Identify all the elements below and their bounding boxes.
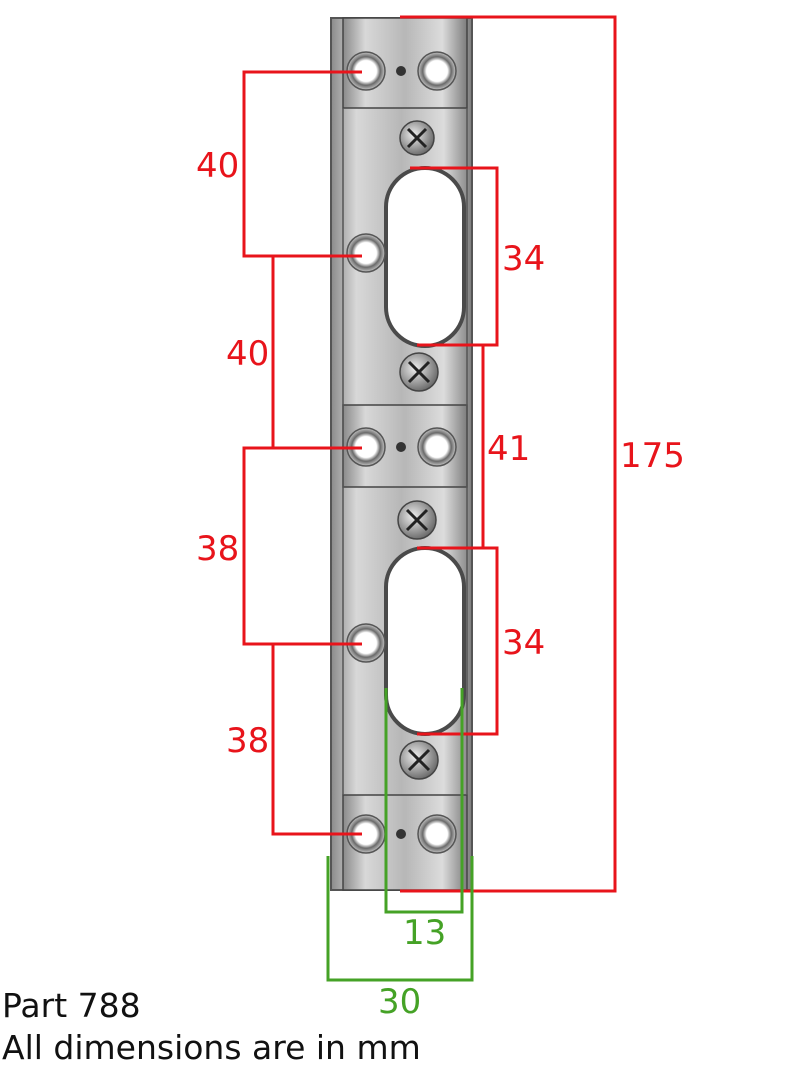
units-note: All dimensions are in mm [2,1028,421,1067]
phillips-screw-icon [399,740,439,780]
dim-line-hole-spacing-1 [242,70,362,258]
dim-line-slot-width [384,688,464,914]
mounting-hole [417,427,457,467]
mounting-hole [417,814,457,854]
pilot-dot [396,829,406,839]
part-label: Part 788 [2,986,141,1025]
phillips-screw-icon [399,120,435,156]
pilot-dot [396,442,406,452]
label-overall-length: 175 [620,436,685,476]
label-slot-upper: 34 [502,239,545,279]
mounting-hole [346,233,386,273]
label-plate-width: 30 [378,982,421,1022]
dim-line-hole-spacing-4 [271,644,362,836]
upper-slot [384,166,466,348]
label-hole-spacing-3: 38 [196,529,239,569]
label-slot-spacing: 41 [487,429,530,469]
label-slot-lower: 34 [502,623,545,663]
label-hole-spacing-2: 40 [226,334,269,374]
strike-plate [330,17,473,891]
label-hole-spacing-4: 38 [226,721,269,761]
dim-line-hole-spacing-3 [242,446,362,646]
dim-line-plate-width [326,856,474,982]
phillips-screw-icon [399,352,439,392]
green-dimension-lines [326,688,474,982]
dim-line-overall-length [400,15,617,893]
mounting-hole [417,51,457,91]
label-hole-spacing-1: 40 [196,146,239,186]
lower-slot [384,546,466,736]
pilot-dot [396,66,406,76]
dim-line-slot-lower [417,546,499,736]
dim-line-slot-upper [410,166,499,347]
label-slot-width: 13 [403,913,446,953]
red-dimension-lines [242,15,617,893]
phillips-screw-icon [397,500,437,540]
